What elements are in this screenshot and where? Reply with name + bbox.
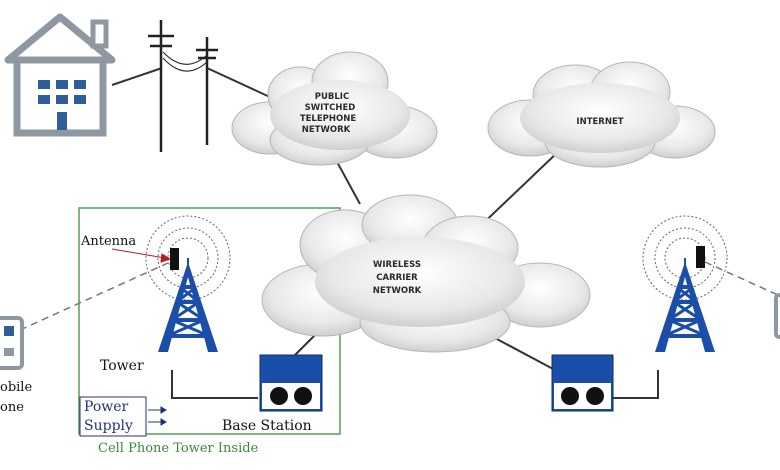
right-tower-icon bbox=[653, 256, 717, 354]
pstn-line-4: NETWORK bbox=[302, 125, 351, 135]
power-supply-line-2: Supply bbox=[84, 418, 133, 434]
right-antenna-icon bbox=[696, 246, 705, 268]
wireless-line-3: NETWORK bbox=[373, 286, 422, 296]
left-base-station-icon bbox=[259, 354, 323, 412]
right-mobile-phone-icon bbox=[774, 293, 780, 339]
wireless-line-1: WIRELESS bbox=[373, 260, 421, 270]
antenna-label: Antenna bbox=[80, 234, 136, 249]
internet-label: INTERNET bbox=[576, 117, 623, 127]
base-station-label: Base Station bbox=[222, 418, 312, 434]
pstn-cloud bbox=[231, 51, 438, 166]
left-antenna-icon bbox=[170, 248, 179, 270]
pstn-line-3: TELEPHONE bbox=[300, 114, 357, 124]
radio-links bbox=[19, 261, 779, 331]
power-supply-arrows bbox=[148, 406, 167, 426]
house-icon bbox=[4, 13, 116, 137]
tower-label: Tower bbox=[100, 358, 144, 374]
power-supply-box bbox=[79, 396, 147, 437]
antenna-arrow bbox=[111, 248, 172, 263]
power-supply-line-1: Power bbox=[84, 399, 129, 415]
mobile-phone-label-line-1: obile bbox=[0, 380, 32, 395]
right-base-station-icon bbox=[551, 354, 614, 412]
wireless-carrier-cloud bbox=[261, 194, 591, 353]
pstn-line-2: SWITCHED bbox=[305, 103, 356, 113]
left-mobile-phone-icon bbox=[0, 316, 24, 370]
internet-cloud bbox=[487, 61, 716, 168]
left-tower-icon bbox=[156, 256, 220, 354]
mobile-phone-label-line-2: one bbox=[0, 400, 24, 415]
cell-tower-inside-caption: Cell Phone Tower Inside bbox=[98, 441, 259, 456]
pstn-line-1: PUBLIC bbox=[315, 92, 349, 102]
utility-poles bbox=[148, 20, 218, 152]
wireless-line-2: CARRIER bbox=[376, 273, 418, 283]
